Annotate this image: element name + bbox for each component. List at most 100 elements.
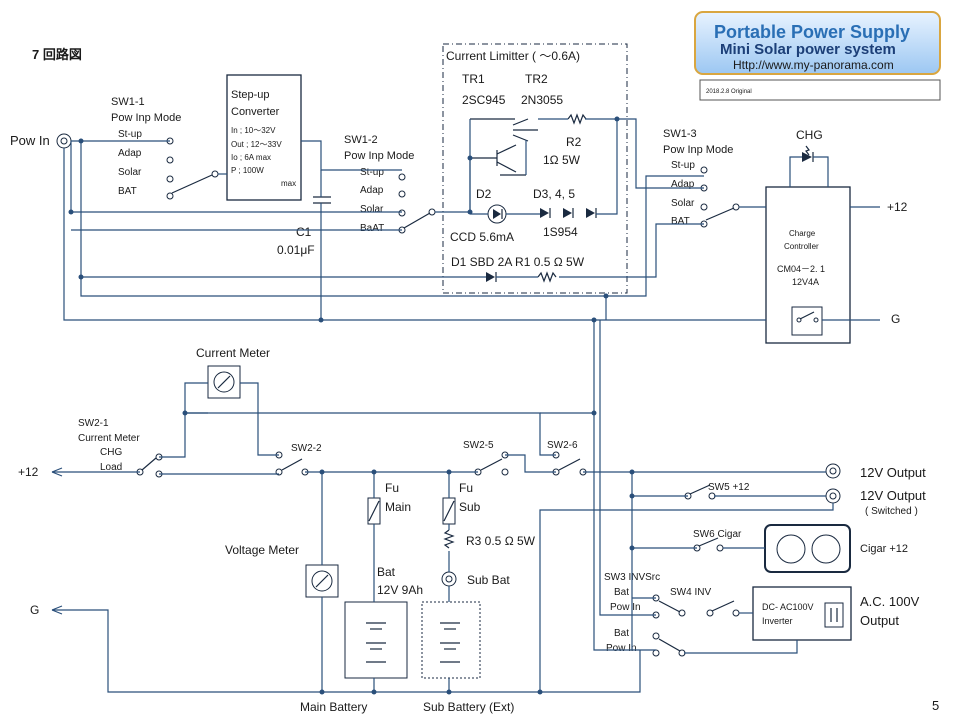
- capacitor-c1: C1 0.01μF: [277, 196, 331, 257]
- d2-label: D2: [476, 187, 492, 201]
- sw4-label: SW4 INV: [670, 587, 711, 598]
- current-meter: [207, 365, 241, 399]
- fuse-main: Fu Main: [367, 481, 411, 525]
- sw1-3-mode: Pow Inp Mode: [663, 144, 733, 156]
- r2-value: 1Ω 5W: [543, 153, 581, 167]
- fu-main-l2: Main: [385, 500, 411, 514]
- controller-rating: 12V4A: [792, 277, 819, 287]
- out12-label: 12V Output: [860, 465, 926, 480]
- sw3-bat: Bat: [614, 587, 629, 598]
- resistor-r3: [443, 529, 455, 549]
- sw1-2-switch: SW1-2 Pow Inp Mode St-up Adap Solar BaAT: [344, 134, 436, 234]
- fu-main-l1: Fu: [385, 481, 399, 495]
- controller-l2: Controller: [784, 242, 819, 251]
- sw1-3-switch: SW1-3 Pow Inp Mode St-up Adap Solar BAT: [663, 128, 740, 228]
- r3-label: R3 0.5 Ω 5W: [466, 534, 536, 548]
- pow-in-label: Pow In: [10, 133, 50, 148]
- sw1-2-opt-stup: St-up: [360, 167, 384, 178]
- upper-wiring: [63, 116, 880, 323]
- fuse-sub: Fu Sub: [442, 481, 481, 525]
- charge-controller: CHG Charge Controller CM04－2. 1 12V4A: [765, 128, 851, 344]
- page-number: 5: [932, 698, 939, 713]
- inverter: DC- AC100V Inverter: [752, 586, 852, 641]
- main-battery-label: Main Battery: [300, 700, 367, 714]
- revision-box: [699, 79, 941, 101]
- stepup-io: Io ; 6A max: [231, 153, 271, 162]
- sw1-1-opt-stup: St-up: [118, 129, 142, 140]
- g-left-label: G: [30, 603, 39, 617]
- fu-sub-l2: Sub: [459, 500, 481, 514]
- step-up-converter: Step-up Converter In ; 10～32V Out ; 12～3…: [226, 74, 302, 201]
- lower-wiring: [51, 320, 834, 695]
- sw2-1-meter: Current Meter: [78, 433, 140, 444]
- ccd-label: CCD 5.6mA: [450, 230, 514, 244]
- tr2-part: 2N3055: [521, 93, 563, 107]
- sw1-2-opt-solar: Solar: [360, 204, 384, 215]
- c1-label: C1: [296, 225, 312, 239]
- sw3-sw4-switch: [652, 594, 740, 619]
- stepup-p: P ; 100W: [231, 166, 264, 175]
- sw1-3-opt-solar: Solar: [671, 198, 695, 209]
- sub-battery-label: Sub Battery (Ext): [423, 700, 514, 714]
- sw2-6-label: SW2-6: [547, 440, 578, 451]
- sw-bottom-bat: Bat: [614, 628, 629, 639]
- revision-note: 2018.2.8 Original: [706, 89, 752, 95]
- section-title: 7 回路図: [32, 47, 82, 62]
- voltage-meter-label: Voltage Meter: [225, 543, 299, 557]
- d1-r1-label: D1 SBD 2A R1 0.5 Ω 5W: [451, 255, 585, 269]
- stepup-out: Out ; 12～33V: [231, 140, 282, 149]
- plus12-top-label: +12: [887, 200, 908, 214]
- sw-bottom-powin: Pow In: [606, 643, 637, 654]
- tr1-part: 2SC945: [462, 93, 506, 107]
- cigar-socket: [764, 524, 851, 573]
- out12-switched-note: ( Switched ): [865, 506, 918, 517]
- stepup-max: max: [281, 179, 296, 188]
- stepup-title: Step-up: [231, 89, 270, 101]
- banner-url: Http://www.my-panorama.com: [733, 58, 894, 72]
- sw1-2-mode: Pow Inp Mode: [344, 150, 414, 162]
- stepup-subtitle: Converter: [231, 106, 280, 118]
- sub-battery: [421, 601, 481, 679]
- sw1-2-opt-adap: Adap: [360, 185, 384, 196]
- sw3-powin: Pow In: [610, 602, 641, 613]
- tr2-label: TR2: [525, 72, 548, 86]
- main-battery: [344, 601, 408, 679]
- sw1-1-title: SW1-1: [111, 96, 145, 108]
- bat-label: Bat: [377, 565, 396, 579]
- stepup-in: In ; 10～32V: [231, 126, 276, 135]
- sw1-1-opt-solar: Solar: [118, 167, 142, 178]
- sw2-2-label: SW2-2: [291, 443, 322, 454]
- out12-switched-label: 12V Output: [860, 488, 926, 503]
- current-meter-label: Current Meter: [196, 346, 270, 360]
- sw1-1-opt-bat: BAT: [118, 186, 137, 197]
- sw1-1-mode: Pow Inp Mode: [111, 112, 181, 124]
- controller-l1: Charge: [789, 229, 816, 238]
- sw1-3-opt-adap: Adap: [671, 179, 695, 190]
- title-banner: Portable Power Supply Mini Solar power s…: [694, 11, 941, 75]
- plus12-left-label: +12: [18, 465, 39, 479]
- sw1-2-title: SW1-2: [344, 134, 378, 146]
- tr1-label: TR1: [462, 72, 485, 86]
- sw6-label: SW6 Cigar: [693, 529, 742, 540]
- fu-sub-l1: Fu: [459, 481, 473, 495]
- sw2-1-load: Load: [100, 462, 122, 473]
- sw1-1-switch: SW1-1 Pow Inp Mode St-up Adap Solar BAT: [111, 96, 219, 200]
- r2-label: R2: [566, 135, 582, 149]
- inverter-l1: DC- AC100V: [762, 602, 814, 612]
- sw2-1-chg: CHG: [100, 447, 122, 458]
- sw2-contacts: [275, 451, 587, 476]
- sw1-3-title: SW1-3: [663, 128, 697, 140]
- ac-out-label2: Output: [860, 613, 899, 628]
- sw2-5-label: SW2-5: [463, 440, 494, 451]
- d345-label: D3, 4, 5: [533, 187, 575, 201]
- sw1-3-opt-stup: St-up: [671, 160, 695, 171]
- voltage-meter: [305, 564, 339, 598]
- g-top-label: G: [891, 312, 900, 326]
- sw5-label: SW5 +12: [708, 482, 750, 493]
- sw1-1-opt-adap: Adap: [118, 148, 142, 159]
- sw-bottom-switch: [652, 632, 686, 657]
- cigar-label: Cigar +12: [860, 543, 908, 555]
- current-limiter: Current Limitter ( ～0.6A) TR1 TR2 2SC945…: [442, 43, 628, 294]
- d345-part: 1S954: [543, 225, 578, 239]
